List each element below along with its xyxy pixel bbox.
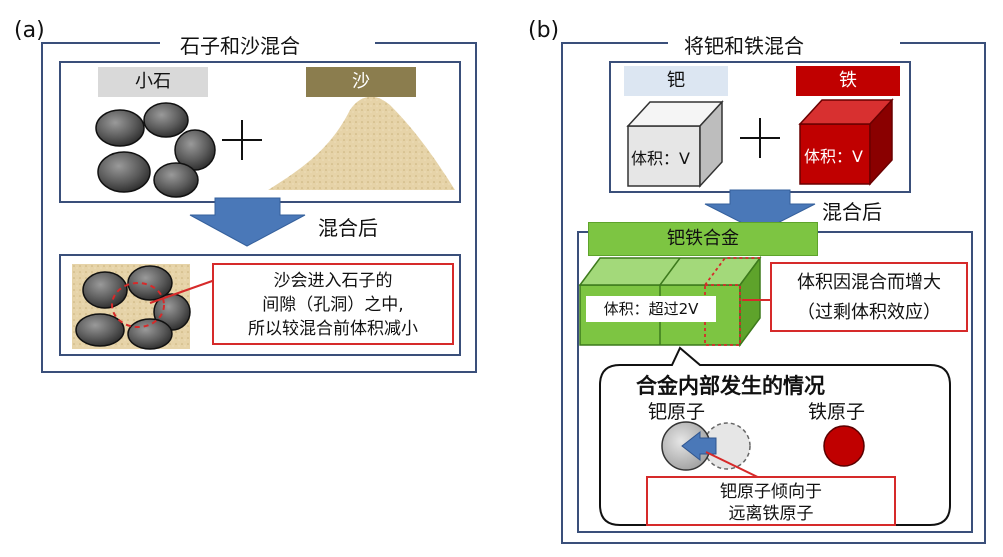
panel-b-label: (b)	[528, 18, 560, 43]
panel-b-title: 将钯和铁混合	[676, 30, 812, 59]
pd-cube	[626, 100, 724, 188]
excess-line-1: 体积因混合而增大	[797, 272, 941, 293]
sand-label: 沙	[306, 67, 416, 97]
after-mix-label-b: 混合后	[822, 200, 882, 224]
pd-label: 钯	[624, 66, 728, 96]
mix-arrow-b	[704, 189, 816, 233]
panel-a-frame	[41, 42, 477, 373]
panel-a-title: 石子和沙混合	[172, 30, 308, 59]
excess-volume-outline	[704, 257, 760, 346]
pd-volume-label: 体积：V	[631, 149, 690, 168]
alloy-label: 钯铁合金	[588, 222, 818, 256]
pore-callout-line-2: 间隙（孔洞）之中,	[262, 295, 404, 315]
plus-sign-a	[222, 120, 262, 160]
excess-volume-callout: 体积因混合而增大 （过剩体积效应）	[770, 262, 968, 332]
mixture-stones	[75, 265, 191, 350]
atom-callout-line-1: 钯原子倾向于	[720, 482, 822, 502]
sand-pile	[268, 96, 455, 190]
callout-pointer-a	[149, 279, 216, 304]
plus-sign-b	[740, 118, 780, 158]
atom-callout: 钯原子倾向于 远离铁原子	[646, 476, 896, 526]
mix-arrow-a	[189, 197, 306, 247]
pd-atom-label: 钯原子	[648, 401, 706, 423]
panel-b-frame	[561, 42, 986, 544]
fe-cube	[798, 98, 894, 186]
inside-title: 合金内部发生的情况	[636, 374, 825, 398]
pore-callout-line-1: 沙会进入石子的	[273, 271, 393, 291]
fe-volume-label: 体积：V	[804, 147, 863, 166]
after-mix-label-a: 混合后	[318, 216, 378, 240]
panel-a-label: (a)	[14, 18, 45, 43]
pore-callout-line-3: 所以较混合前体积减小	[248, 319, 418, 339]
fe-atom-label: 铁原子	[808, 401, 866, 423]
fe-atom	[823, 425, 865, 467]
atom-callout-line-2: 远离铁原子	[728, 504, 814, 524]
panel-a-result-box	[59, 254, 461, 356]
stones-label: 小石	[98, 67, 208, 97]
pore-callout: 沙会进入石子的 间隙（孔洞）之中, 所以较混合前体积减小	[212, 263, 454, 345]
pore-highlight-circle	[111, 282, 165, 328]
alloy-volume-label: 体积：超过2V	[586, 296, 716, 322]
fe-label: 铁	[796, 66, 900, 96]
stones-ring	[95, 102, 216, 198]
excess-line-2: （过剩体积效应）	[797, 302, 941, 323]
